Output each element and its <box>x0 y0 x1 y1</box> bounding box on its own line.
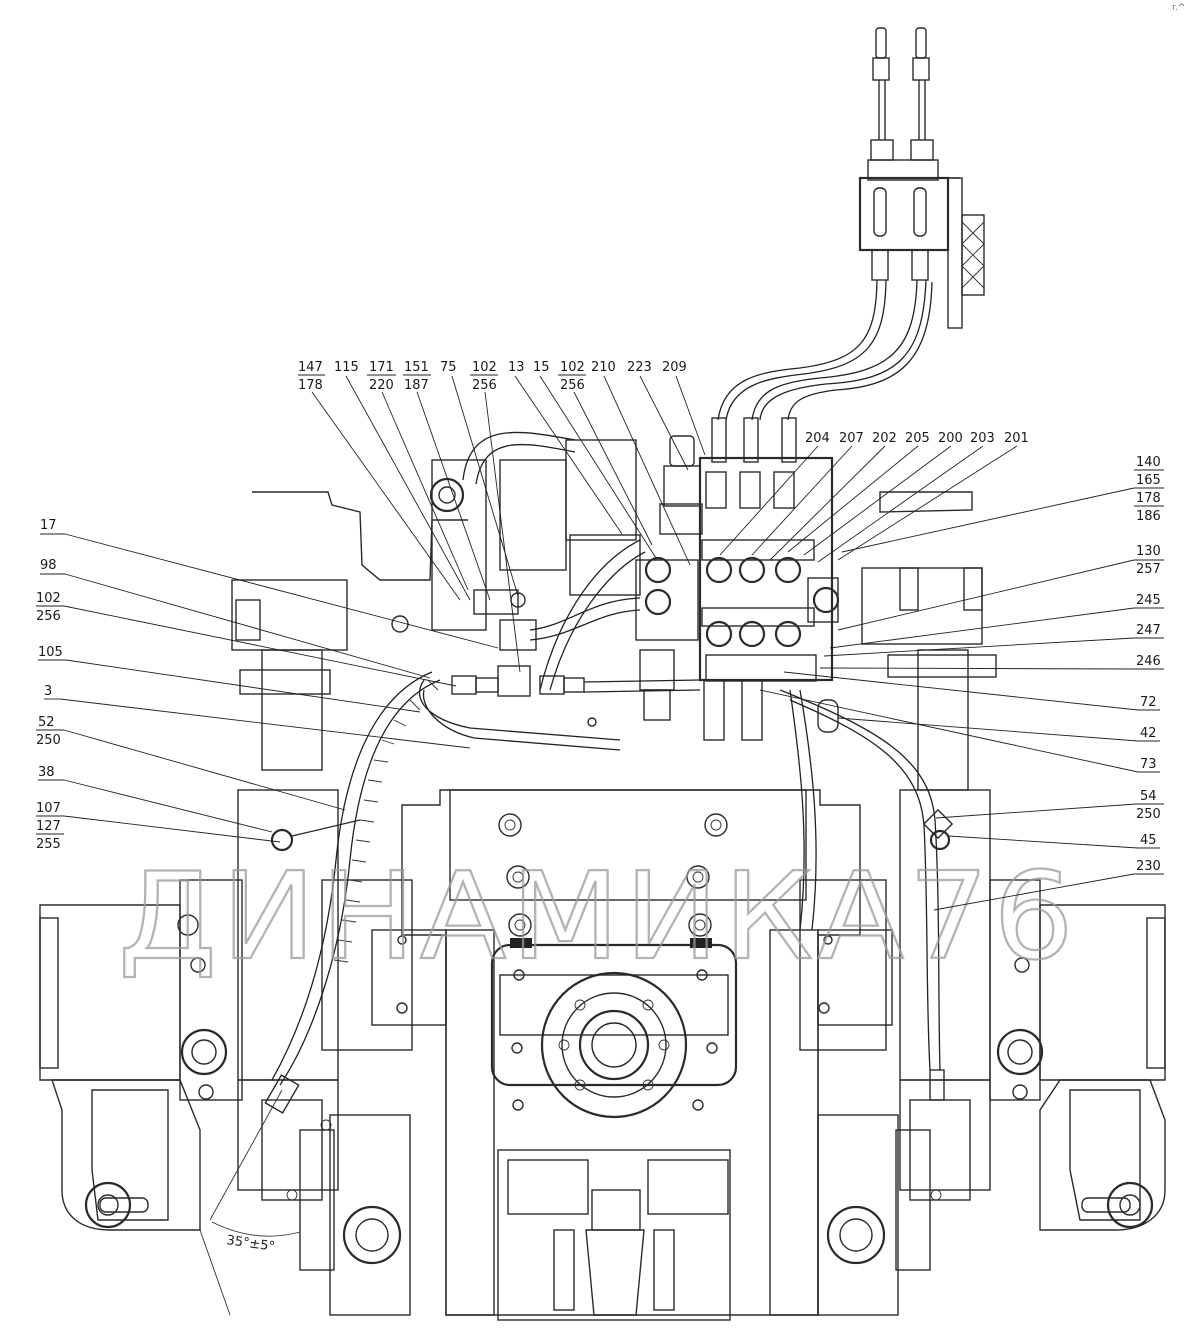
angle-dimension: 35°±5° <box>209 1089 301 1255</box>
pipe-bracket <box>418 431 701 751</box>
callout: 171 <box>369 360 394 375</box>
pressure-fitting <box>635 435 703 721</box>
callouts-mid: 204 207 202 205 200 203 201 <box>719 431 1029 563</box>
right-axle <box>799 879 1166 1316</box>
callout: 165 <box>1136 473 1161 488</box>
callout: 210 <box>591 360 616 375</box>
callout: 54 <box>1140 789 1157 804</box>
callout: 38 <box>38 765 55 780</box>
callout: 52 <box>38 715 55 730</box>
callout: 246 <box>1136 654 1161 669</box>
callout: 201 <box>1004 431 1029 446</box>
callout: 257 <box>1136 562 1161 577</box>
callout: 256 <box>36 609 61 624</box>
valve-block <box>698 417 840 741</box>
watermark: ДИНАМИКА76 <box>118 848 1078 987</box>
callout: 3 <box>44 684 52 699</box>
callout: 130 <box>1136 544 1161 559</box>
callout: 75 <box>440 360 457 375</box>
body-bolts <box>391 615 833 1111</box>
callout: 256 <box>472 378 497 393</box>
callout: 205 <box>905 431 930 446</box>
callout: 230 <box>1136 859 1161 874</box>
callout: 204 <box>805 431 830 446</box>
callout: 42 <box>1140 726 1157 741</box>
callout: 115 <box>334 360 359 375</box>
callout: 178 <box>1136 491 1161 506</box>
callouts-top: 147 178 115 171 220 151 187 75 102 256 1… <box>298 360 706 673</box>
callout: 209 <box>662 360 687 375</box>
angle-note: 35°±5° <box>225 1233 275 1255</box>
callout: 45 <box>1140 833 1157 848</box>
callout: 127 <box>36 819 61 834</box>
gearbox-housing <box>231 439 997 1321</box>
callout: 102 <box>472 360 497 375</box>
callout: 256 <box>560 378 585 393</box>
callout: 17 <box>40 518 57 533</box>
right-hose <box>270 689 954 1101</box>
callout: 250 <box>1136 807 1161 822</box>
callout: 186 <box>1136 509 1161 524</box>
corner-mark: r.^ <box>1172 3 1185 13</box>
callout: 220 <box>369 378 394 393</box>
callout: 15 <box>533 360 550 375</box>
callouts-left: 17 98 102 256 105 3 52 250 38 107 127 25… <box>36 518 499 852</box>
callouts-right: 140 165 178 186 130 257 245 247 246 72 4… <box>759 455 1164 911</box>
callout: 147 <box>298 360 323 375</box>
callout: 151 <box>404 360 429 375</box>
callout: 187 <box>404 378 429 393</box>
callout: 73 <box>1140 757 1157 772</box>
callout: 255 <box>36 837 61 852</box>
callout: 102 <box>560 360 585 375</box>
callout: 247 <box>1136 623 1161 638</box>
callout: 140 <box>1136 455 1161 470</box>
callout: 202 <box>872 431 897 446</box>
callout: 223 <box>627 360 652 375</box>
callout: 207 <box>839 431 864 446</box>
callout: 200 <box>938 431 963 446</box>
callout: 203 <box>970 431 995 446</box>
left-axle <box>39 879 413 1316</box>
callout: 72 <box>1140 695 1157 710</box>
callout: 102 <box>36 591 61 606</box>
callout: 245 <box>1136 593 1161 608</box>
callout: 107 <box>36 801 61 816</box>
callout: 98 <box>40 558 57 573</box>
callout: 250 <box>36 733 61 748</box>
callout: 13 <box>508 360 525 375</box>
callout: 178 <box>298 378 323 393</box>
control-cables-assembly <box>717 27 985 421</box>
callout: 105 <box>38 645 63 660</box>
left-hose <box>264 671 441 1114</box>
